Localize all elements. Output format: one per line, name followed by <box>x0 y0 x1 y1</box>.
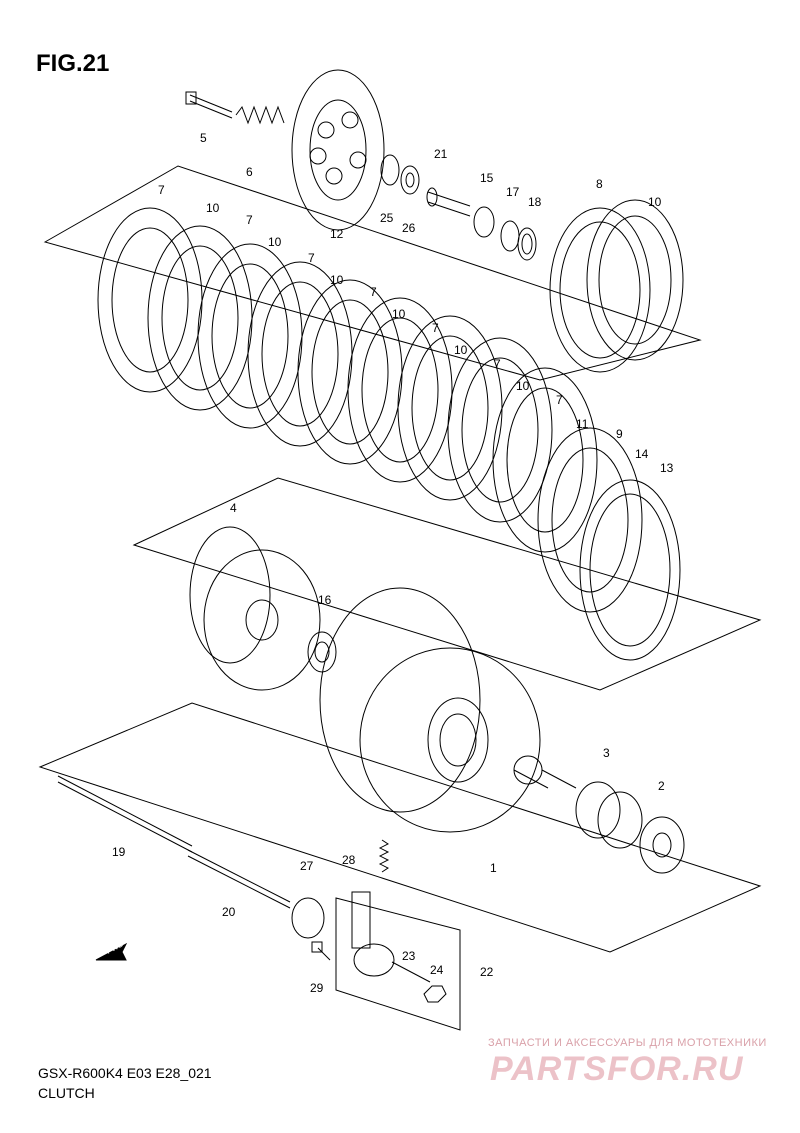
callout-22: 22 <box>480 965 494 979</box>
callout-24: 24 <box>430 963 444 977</box>
callout-10c: 10 <box>330 273 344 287</box>
push-rod-20 <box>187 849 291 909</box>
bearing-26 <box>400 165 420 195</box>
callout-10f: 10 <box>516 379 530 393</box>
callout-10e: 10 <box>454 343 468 357</box>
callout-11: 11 <box>576 417 589 431</box>
push-rod-19 <box>57 775 193 853</box>
watermark-tagline: ЗАПЧАСТИ И АКСЕССУАРЫ ДЛЯ МОТОТЕХНИКИ <box>488 1037 767 1049</box>
callout-7f: 7 <box>494 357 501 371</box>
figure-title: FIG.21 <box>36 50 110 77</box>
pressure-plate <box>291 69 385 231</box>
callout-2: 2 <box>658 779 665 793</box>
callout-17: 17 <box>506 185 520 199</box>
callout-15: 15 <box>480 171 494 185</box>
callout-10d: 10 <box>392 307 406 321</box>
callout-10a: 10 <box>206 201 220 215</box>
callout-27: 27 <box>300 859 314 873</box>
spring-28 <box>378 839 390 873</box>
fwd-arrow-icon <box>95 942 128 961</box>
spacer <box>513 755 577 789</box>
callout-19: 19 <box>112 845 126 859</box>
callout-29: 29 <box>310 981 324 995</box>
callout-7d: 7 <box>370 285 377 299</box>
spring <box>235 105 285 125</box>
clutch-sleeve-hub <box>189 526 321 691</box>
callout-8: 8 <box>596 177 603 191</box>
callout-6: 6 <box>246 165 253 179</box>
push-piece <box>426 187 471 217</box>
callout-7a: 7 <box>158 183 165 197</box>
callout-23: 23 <box>402 949 416 963</box>
washer-16 <box>307 631 337 673</box>
plates-8-10 <box>549 199 684 373</box>
needle-bearing-3 <box>575 781 643 849</box>
callout-9: 9 <box>616 427 623 441</box>
plate-group-frame <box>43 165 702 381</box>
washer-2 <box>639 816 685 874</box>
oil-seal-27 <box>291 897 325 939</box>
callout-18: 18 <box>528 195 542 209</box>
plate-stack-frame <box>132 477 762 691</box>
callout-25: 25 <box>380 211 394 225</box>
callout-26: 26 <box>402 221 416 235</box>
callout-3: 3 <box>603 746 610 760</box>
callout-14: 14 <box>635 447 649 461</box>
callout-28: 28 <box>342 853 356 867</box>
nut-15 <box>473 206 495 238</box>
callout-21: 21 <box>434 147 448 161</box>
clutch-housing-frame <box>38 702 762 953</box>
section-name: CLUTCH <box>38 1085 95 1101</box>
callout-10b: 10 <box>268 235 282 249</box>
watermark-logo: PARTSFOR.RU <box>490 1050 744 1088</box>
release-cam <box>351 891 447 1003</box>
bolt-29 <box>311 941 331 961</box>
washer-18 <box>517 227 537 261</box>
release-group-frame <box>335 897 461 1031</box>
callout-7g: 7 <box>556 393 563 407</box>
callout-4: 4 <box>230 501 237 515</box>
callout-5: 5 <box>200 131 207 145</box>
bolt <box>185 91 233 119</box>
plate-stack <box>97 207 681 661</box>
washer-25 <box>380 154 400 186</box>
clutch-housing <box>319 587 541 833</box>
washer-17 <box>500 220 520 252</box>
callout-1: 1 <box>490 861 497 875</box>
callout-20: 20 <box>222 905 236 919</box>
callout-10g: 10 <box>648 195 662 209</box>
model-code: GSX-R600K4 E03 E28_021 <box>38 1065 212 1081</box>
callout-12: 12 <box>330 227 344 241</box>
callout-7e: 7 <box>432 321 439 335</box>
callout-16: 16 <box>318 593 332 607</box>
callout-7b: 7 <box>246 213 253 227</box>
callout-7c: 7 <box>308 251 315 265</box>
callout-13: 13 <box>660 461 674 475</box>
